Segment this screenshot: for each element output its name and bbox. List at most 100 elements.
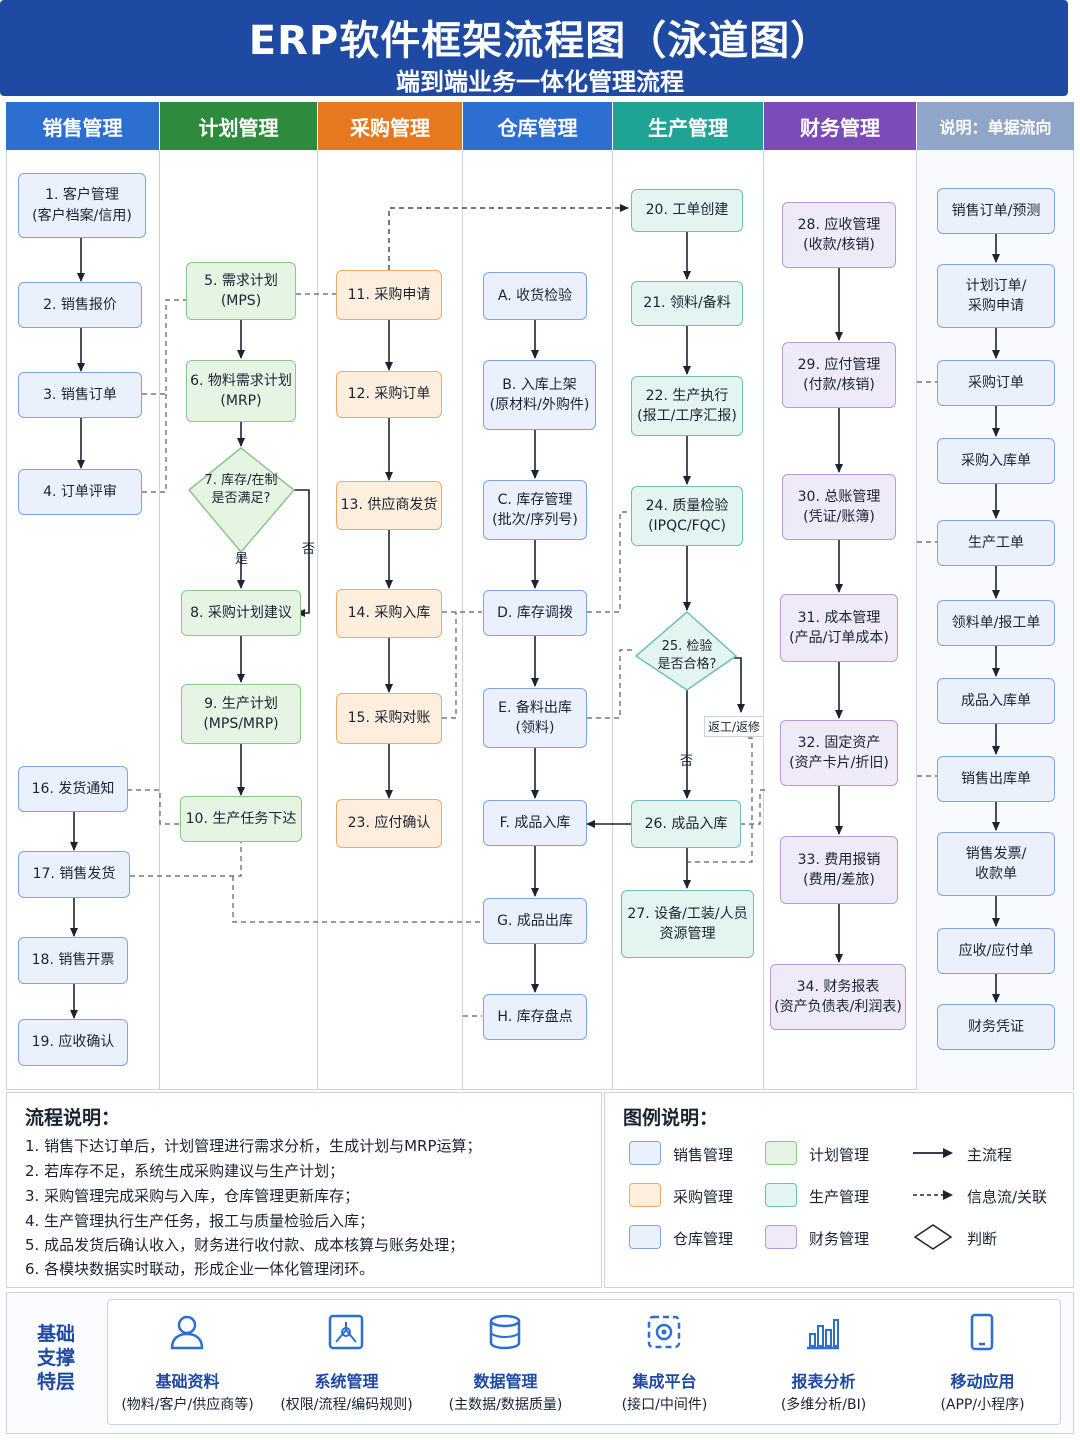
doc-ar-ap[interactable]: 应收/应付单 — [937, 928, 1055, 974]
link-rework-26 — [687, 737, 753, 863]
lane-warehouse — [463, 150, 613, 1090]
link-17-G — [232, 876, 482, 923]
node-20-work-order[interactable]: 20. 工单创建 — [631, 189, 743, 232]
node-31-cost[interactable]: 31. 成本管理 (产品/订单成本) — [780, 594, 898, 662]
link-15-D — [442, 612, 457, 719]
doc-picking-report[interactable]: 领料单/报工单 — [937, 600, 1055, 646]
node-26-fg-receipt[interactable]: 26. 成品入库 — [631, 800, 741, 848]
node-G-fg-issue[interactable]: G. 成品出库 — [483, 898, 587, 944]
edge-7-no — [294, 489, 310, 617]
node-9-production-plan[interactable]: 9. 生产计划 (MPS/MRP) — [181, 684, 301, 744]
node-3-sales-order[interactable]: 3. 销售订单 — [18, 372, 142, 418]
node-10-task-release[interactable]: 10. 生产任务下达 — [180, 796, 302, 842]
doc-plan-order[interactable]: 计划订单/ 采购申请 — [937, 264, 1055, 328]
node-34-reports[interactable]: 34. 财务报表 (资产负债表/利润表) — [770, 964, 906, 1030]
node-13-supplier-ship[interactable]: 13. 供应商发货 — [336, 481, 442, 530]
node-12-purchase-order[interactable]: 12. 采购订单 — [336, 371, 442, 418]
legend-label-main: 主流程 — [967, 1146, 1013, 1164]
process-notes-title: 流程说明： — [25, 1107, 121, 1129]
node-18-invoice[interactable]: 18. 销售开票 — [18, 937, 128, 984]
node-5-demand-plan[interactable]: 5. 需求计划 (MPS) — [186, 262, 296, 320]
node-7-decision[interactable]: 7. 库存/在制 是否满足? — [204, 473, 278, 507]
link-16-10 — [127, 789, 180, 825]
node-27-resources[interactable]: 27. 设备/工装/人员 资源管理 — [621, 890, 754, 958]
node-15-reconcile[interactable]: 15. 采购对账 — [336, 693, 442, 744]
legend-label-purchase: 采购管理 — [673, 1188, 734, 1206]
process-step: 4. 生产管理执行生产任务，报工与质量检验后入库； — [25, 1212, 375, 1230]
chart-icon — [807, 1319, 839, 1350]
node-F-fg-receipt[interactable]: F. 成品入库 — [483, 800, 587, 846]
infra-name: 基础资料 — [155, 1372, 220, 1391]
node-C-inventory[interactable]: C. 库存管理 (批次/序列号) — [483, 480, 587, 540]
doc-purchase-order[interactable]: 采购订单 — [937, 360, 1055, 406]
infra-desc: (接口/中间件) — [621, 1397, 708, 1413]
doc-invoice-receipt[interactable]: 销售发票/ 收款单 — [937, 832, 1055, 896]
doc-fg-receipt[interactable]: 成品入库单 — [937, 678, 1055, 724]
node-E-picking[interactable]: E. 备料出库 (领料) — [483, 688, 587, 748]
infra-item-mobile[interactable]: 移动应用 (APP/小程序) — [903, 1300, 1062, 1426]
lane-sales — [6, 150, 160, 1090]
node-30-gl[interactable]: 30. 总账管理 (凭证/账簿) — [782, 474, 896, 540]
legend-title: 图例说明： — [623, 1107, 719, 1129]
process-step: 3. 采购管理完成采购与入库，仓库管理更新库存； — [25, 1187, 360, 1205]
node-24-quality[interactable]: 24. 质量检验 (IPQC/FQC) — [631, 486, 743, 546]
doc-sales-issue[interactable]: 销售出库单 — [937, 756, 1055, 802]
infra-item-basic-data[interactable]: 基础资料 (物料/客户/供应商等) — [108, 1300, 267, 1426]
infra-name: 数据管理 — [473, 1372, 538, 1391]
process-notes-panel: 流程说明： 1. 销售下达订单后，计划管理进行需求分析，生成计划与MRP运算； … — [6, 1092, 602, 1288]
infra-item-system[interactable]: 系统管理 (权限/流程/编码规则) — [267, 1300, 426, 1426]
infra-name: 移动应用 — [950, 1372, 1015, 1391]
legend-swatch-sales — [629, 1141, 661, 1165]
doc-sales-order-forecast[interactable]: 销售订单/预测 — [937, 188, 1055, 234]
doc-work-order[interactable]: 生产工单 — [937, 520, 1055, 566]
node-A-inspection[interactable]: A. 收货检验 — [483, 272, 587, 320]
node-6-mrp[interactable]: 6. 物料需求计划 (MRP) — [186, 360, 296, 422]
node-14-purchase-receipt[interactable]: 14. 采购入库 — [336, 589, 442, 638]
node-4-review[interactable]: 4. 订单评审 — [18, 469, 142, 515]
link-D-24 — [587, 511, 630, 613]
node-2-quote[interactable]: 2. 销售报价 — [18, 282, 142, 328]
infra-item-data[interactable]: 数据管理 (主数据/数据质量) — [426, 1300, 585, 1426]
node-22-execution[interactable]: 22. 生产执行 (报工/工序汇报) — [631, 376, 743, 436]
node-17-ship[interactable]: 17. 销售发货 — [18, 851, 130, 898]
node-29-ap[interactable]: 29. 应付管理 (付款/核销) — [782, 342, 896, 408]
lane-header-warehouse: 仓库管理 — [463, 102, 612, 150]
infra-item-integration[interactable]: 集成平台 (接口/中间件) — [585, 1300, 744, 1426]
node-B-putaway[interactable]: B. 入库上架 (原材料/外购件) — [483, 360, 596, 430]
infra-item-reports[interactable]: 报表分析 (多维分析/BI) — [744, 1300, 903, 1426]
node-25-decision[interactable]: 25. 检验 是否合格? — [657, 639, 717, 673]
page-title: ERP软件框架流程图（泳道图） — [248, 18, 832, 64]
header-banner: ERP软件框架流程图（泳道图） 端到端业务一体化管理流程 — [0, 0, 1068, 96]
doc-voucher[interactable]: 财务凭证 — [937, 1004, 1055, 1050]
label-rework: 返工/返修 — [704, 716, 765, 737]
legend-label-finance: 财务管理 — [809, 1230, 870, 1248]
lane-plan — [160, 150, 318, 1090]
swimlane-frame — [6, 150, 1074, 1090]
legend-swatch-purchase — [629, 1183, 661, 1207]
lane-header-finance: 财务管理 — [764, 102, 916, 150]
link-11-20 — [388, 204, 629, 270]
lane-header-purchase: 采购管理 — [318, 102, 462, 150]
legend-main-arrow-icon — [913, 1148, 953, 1158]
page-subtitle: 端到端业务一体化管理流程 — [396, 68, 684, 96]
link-4-plan — [142, 394, 167, 493]
node-1-customer[interactable]: 1. 客户管理 (客户档案/信用) — [18, 173, 146, 238]
node-33-expense[interactable]: 33. 费用报销 (费用/差旅) — [780, 836, 898, 904]
node-H-stocktake[interactable]: H. 库存盘点 — [483, 994, 587, 1040]
label-yes: 是 — [235, 552, 249, 567]
lane-purchase — [318, 150, 463, 1090]
legend-swatch-production — [765, 1183, 797, 1207]
node-8-purchase-suggest[interactable]: 8. 采购计划建议 — [181, 590, 301, 636]
doc-purchase-receipt[interactable]: 采购入库单 — [937, 438, 1055, 484]
node-16-ship-notice[interactable]: 16. 发货通知 — [18, 766, 128, 812]
lane-header-production: 生产管理 — [613, 102, 763, 150]
node-21-material[interactable]: 21. 领料/备料 — [631, 281, 743, 326]
node-11-purchase-request[interactable]: 11. 采购申请 — [336, 270, 442, 320]
node-28-ar[interactable]: 28. 应收管理 (收款/核销) — [782, 202, 896, 268]
node-32-fixed-asset[interactable]: 32. 固定资产 (资产卡片/折旧) — [780, 720, 898, 786]
node-23-payable-confirm[interactable]: 23. 应付确认 — [336, 799, 442, 848]
infra-desc: (物料/客户/供应商等) — [121, 1397, 254, 1413]
node-D-transfer[interactable]: D. 库存调拨 — [483, 590, 587, 636]
node-19-receivable[interactable]: 19. 应收确认 — [18, 1019, 128, 1066]
